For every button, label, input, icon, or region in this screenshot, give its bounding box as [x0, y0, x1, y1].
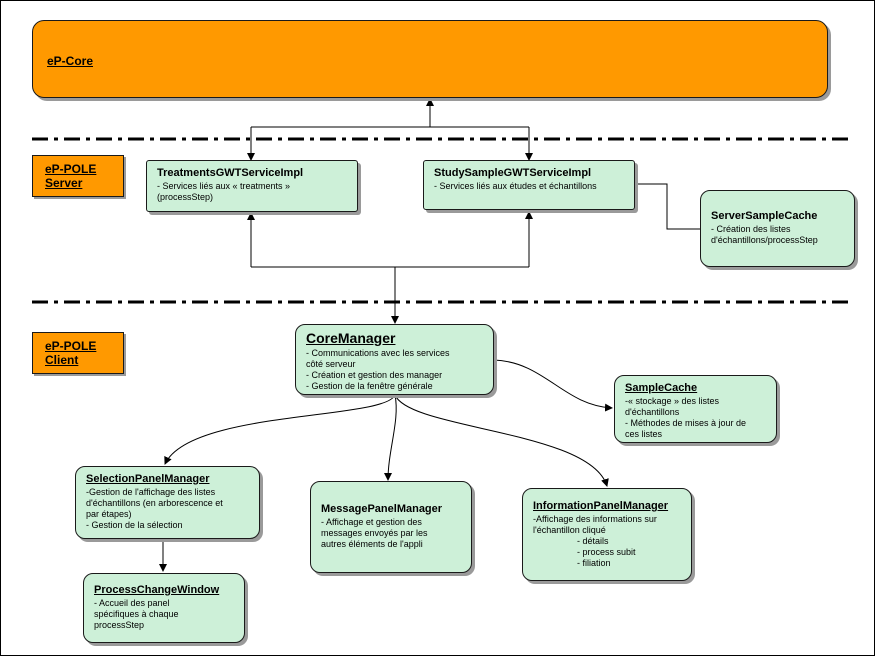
layer-server-label: eP-POLE Server	[32, 155, 124, 197]
selection-panel-manager-box: SelectionPanelManager -Gestion de l'affi…	[75, 466, 260, 539]
treatments-service-items: - Services liés aux « treatments » (proc…	[157, 181, 347, 203]
arrow-to-selection	[164, 394, 396, 465]
sample-cache-box: SampleCache -« stockage » des listes d'é…	[614, 375, 777, 443]
arrow-to-samplecache	[493, 359, 613, 412]
information-panel-manager-items: -Affichage des informations sur l'échant…	[533, 514, 681, 569]
ep-core-box: eP-Core	[32, 20, 828, 98]
study-sample-service-box: StudySampleGWTServiceImpl - Services lié…	[423, 160, 635, 210]
server-sample-cache-title: ServerSampleCache	[711, 210, 818, 222]
message-panel-manager-title: MessagePanelManager	[321, 503, 443, 515]
layer-server-line2: Server	[45, 176, 83, 190]
list-item: autres éléments de l'appli	[321, 539, 423, 549]
treatments-service-title: TreatmentsGWTServiceImpl	[157, 167, 304, 179]
information-panel-manager-box: InformationPanelManager -Affichage des i…	[522, 488, 692, 581]
list-item: spécifiques à chaque	[94, 609, 179, 619]
process-change-window-title: ProcessChangeWindow	[94, 584, 220, 596]
list-item: d'échantillons/processStep	[711, 235, 818, 245]
connector-study-to-servercache	[636, 183, 701, 230]
sample-cache-items: -« stockage » des listes d'échantillons …	[625, 396, 766, 440]
list-item: messages envoyés par les	[321, 528, 428, 538]
list-item: - Gestion de la sélection	[86, 520, 183, 530]
list-item: l'échantillon cliqué	[533, 525, 606, 535]
list-item: - Création des listes	[711, 224, 791, 234]
list-item: - Gestion de la fenêtre générale	[306, 381, 433, 391]
list-item: d'échantillons	[625, 407, 680, 417]
process-change-window-box: ProcessChangeWindow - Accueil des panel …	[83, 573, 245, 643]
list-item: - filiation	[577, 558, 611, 568]
core-manager-items: - Communications avec les services côté …	[306, 348, 483, 392]
sample-cache-title: SampleCache	[625, 382, 698, 394]
list-item: (processStep)	[157, 192, 214, 202]
information-panel-manager-title: InformationPanelManager	[533, 500, 669, 512]
arrow-to-information	[394, 394, 609, 487]
server-sample-cache-box: ServerSampleCache - Création des listes …	[700, 190, 855, 267]
list-item: ces listes	[625, 429, 663, 439]
selection-panel-manager-items: -Gestion de l'affichage des listes d'éch…	[86, 487, 249, 531]
core-manager-title: CoreManager	[306, 330, 396, 346]
list-item: - Services liés aux « treatments »	[157, 181, 291, 191]
list-item: - Services liés aux études et échantillo…	[434, 181, 597, 191]
layer-server-line1: eP-POLE	[45, 162, 97, 176]
list-item: côté serveur	[306, 359, 356, 369]
list-item: processStep	[94, 620, 145, 630]
list-item: d'échantillons (en arborescence et	[86, 498, 223, 508]
layer-client-line2: Client	[45, 353, 79, 367]
list-item: - détails	[577, 536, 609, 546]
layer-client-line1: eP-POLE	[45, 339, 97, 353]
server-sample-cache-items: - Création des listes d'échantillons/pro…	[711, 224, 844, 246]
list-item: - Méthodes de mises à jour de	[625, 418, 747, 428]
core-manager-box: CoreManager - Communications avec les se…	[295, 324, 494, 395]
list-item: par étapes)	[86, 509, 132, 519]
list-item: - process subit	[577, 547, 636, 557]
message-panel-manager-items: - Affichage et gestion des messages envo…	[321, 517, 461, 550]
layer-client-label: eP-POLE Client	[32, 332, 124, 374]
message-panel-manager-box: MessagePanelManager - Affichage et gesti…	[310, 481, 472, 573]
treatments-service-box: TreatmentsGWTServiceImpl - Services liés…	[146, 160, 358, 212]
list-item: -Gestion de l'affichage des listes	[86, 487, 216, 497]
study-sample-service-items: - Services liés aux études et échantillo…	[434, 181, 624, 192]
ep-core-label: eP-Core	[47, 54, 94, 68]
list-item: -« stockage » des listes	[625, 396, 720, 406]
list-item: -Affichage des informations sur	[533, 514, 657, 524]
study-sample-service-title: StudySampleGWTServiceImpl	[434, 167, 592, 179]
list-item: - Communications avec les services	[306, 348, 450, 358]
arrow-to-message	[384, 394, 397, 481]
list-item: - Création et gestion des manager	[306, 370, 443, 380]
selection-panel-manager-title: SelectionPanelManager	[86, 473, 210, 485]
list-item: - Accueil des panel	[94, 598, 170, 608]
list-item: - Affichage et gestion des	[321, 517, 422, 527]
process-change-window-items: - Accueil des panel spécifiques à chaque…	[94, 598, 234, 631]
